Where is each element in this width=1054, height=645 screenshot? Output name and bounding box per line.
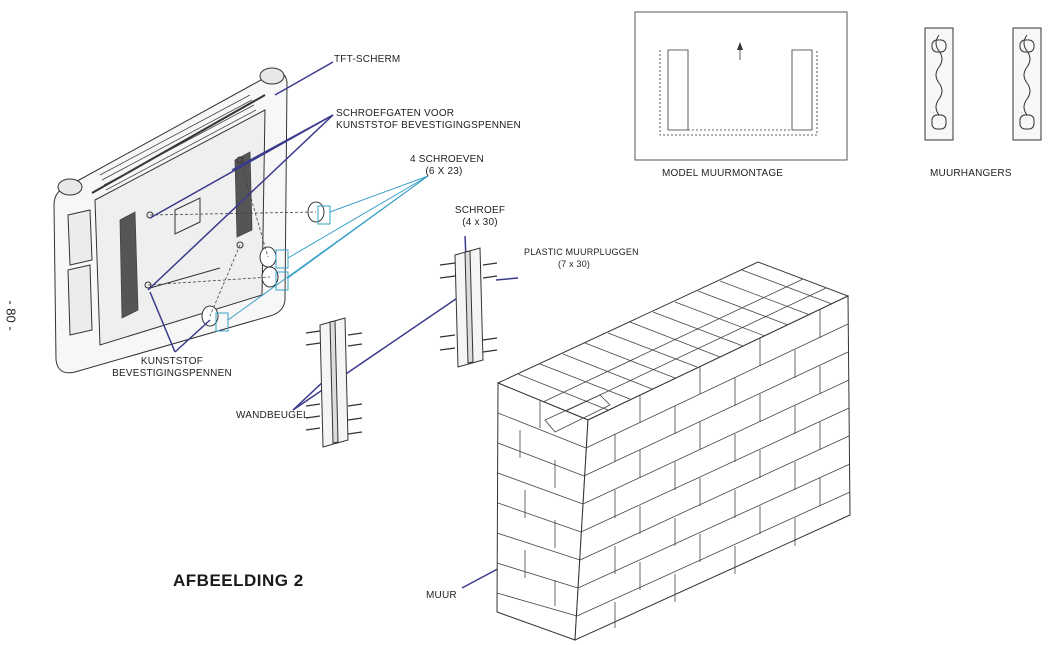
wall-hanger-left	[924, 27, 954, 141]
brick-lines	[496, 269, 851, 628]
label-screw-holes-line2: KUNSTSTOF BEVESTIGINGSPENNEN	[336, 120, 521, 131]
label-wall-bracket: WANDBEUGEL	[236, 410, 309, 421]
figure-title: AFBEELDING 2	[173, 571, 304, 590]
label-wall-hangers: MUURHANGERS	[930, 168, 1012, 179]
label-plugs-line2: (7 x 30)	[558, 259, 591, 269]
brick-wall-drawing	[496, 261, 851, 641]
label-four-screws-line2: (6 X 23)	[425, 166, 463, 177]
label-pins-line2: BEVESTIGINGSPENNEN	[112, 368, 232, 379]
callout-lines-light	[227, 175, 429, 321]
alignment-lines	[147, 159, 317, 317]
wall-bracket-left	[305, 317, 363, 448]
label-wall: MUUR	[426, 590, 457, 601]
page-number: - 80 -	[3, 300, 19, 331]
label-tft-screen: TFT-SCHERM	[334, 54, 401, 65]
wall-bracket-right	[439, 247, 498, 368]
label-screw-line1: SCHROEF	[454, 205, 506, 216]
label-pins-line1: KUNSTSTOF	[140, 356, 204, 367]
label-screw-line2: (4 x 30)	[462, 217, 498, 228]
label-screw-holes-line1: SCHROEFGATEN VOOR	[336, 108, 455, 119]
label-model-mount: MODEL MUURMONTAGE	[662, 168, 784, 179]
callout-lines-dark	[147, 61, 519, 589]
label-four-screws-line1: 4 SCHROEVEN	[410, 154, 484, 165]
wall-hanger-right	[1012, 27, 1042, 141]
label-plugs-line1: PLASTIC MUURPLUGGEN	[524, 247, 639, 257]
tft-screen-drawing	[53, 67, 288, 374]
model-mount-box	[634, 11, 848, 161]
